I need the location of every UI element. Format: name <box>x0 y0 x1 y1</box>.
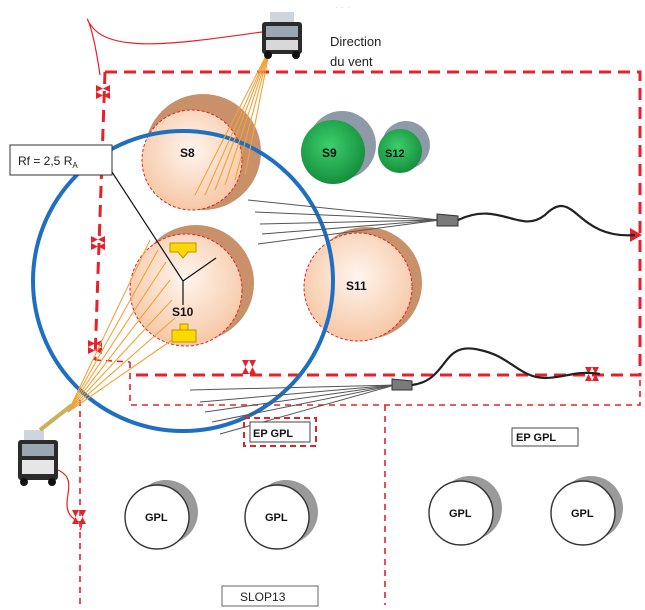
supply-line-bottom <box>57 469 83 531</box>
bund-left-edge <box>93 71 107 361</box>
valve-icon <box>242 360 256 374</box>
slop-label: SLOP13 <box>240 590 286 604</box>
radius-lines <box>111 171 217 305</box>
connector-dashed <box>94 359 131 363</box>
gpl-tank: GPL <box>550 476 623 546</box>
svg-text:Rf = 2,5 RA: Rf = 2,5 RA <box>18 154 78 170</box>
monitor-icon <box>171 329 197 343</box>
sub-boundary <box>79 359 641 605</box>
foam-lance-lower <box>189 347 601 435</box>
valves <box>72 85 642 524</box>
radius-formula-subscript: A <box>72 161 78 170</box>
monitor-icon <box>169 242 197 259</box>
fire-truck-bottom <box>18 403 74 486</box>
ep-gpl-label: EP GPL <box>516 432 556 444</box>
nozzle-icon <box>436 213 459 227</box>
faint-mark: · · · <box>335 2 351 13</box>
inner-dashed-rect <box>129 362 641 406</box>
valve-icon <box>585 367 599 381</box>
supply-line-top <box>86 18 263 76</box>
ep-gpl-label: EP GPL <box>253 428 293 440</box>
radius-formula-box: Rf = 2,5 RA <box>9 144 113 176</box>
tank-label: S10 <box>172 305 194 319</box>
arrow-head-icon <box>630 228 642 242</box>
gpl-label: GPL <box>265 512 288 524</box>
hose-line <box>457 204 636 237</box>
tank-label: S11 <box>346 279 367 293</box>
foam-monitors <box>169 242 197 343</box>
valve-icon <box>96 85 110 99</box>
gpl-label: GPL <box>571 508 594 520</box>
fire-truck-top <box>262 12 302 59</box>
valve-icon <box>91 236 105 250</box>
nozzle-icon <box>391 378 413 391</box>
water-jets-top <box>194 47 271 196</box>
gpl-tank: GPL <box>124 480 198 550</box>
tank-s9: S9 <box>301 111 376 184</box>
gpl-label: GPL <box>145 512 168 524</box>
bund-outline-upper <box>105 70 642 377</box>
foam-lance-upper <box>247 199 636 245</box>
tank-s10: S10 <box>129 225 254 347</box>
tank-s11: S11 <box>303 227 422 342</box>
gpl-tank: GPL <box>428 476 502 546</box>
tank-label: S8 <box>180 146 195 160</box>
tank-label: S9 <box>322 146 337 160</box>
wind-direction-label-line1: Direction <box>330 34 381 49</box>
water-jets-bottom <box>67 239 176 413</box>
monitor-icon <box>179 323 189 331</box>
tank-s12: S12 <box>378 121 430 173</box>
tank-s8: S8 <box>141 94 261 211</box>
radius-formula: Rf = 2,5 R <box>18 154 73 168</box>
hose-line <box>411 347 601 387</box>
gpl-label: GPL <box>449 508 472 520</box>
impact-radius-circle <box>31 129 335 433</box>
slop-box: SLOP13 <box>221 585 319 607</box>
gpl-tank: GPL <box>244 480 318 550</box>
bund-boundary <box>93 70 642 377</box>
tank-label: S12 <box>385 148 405 160</box>
valve-icon <box>88 340 102 354</box>
wind-direction-label-line2: du vent <box>330 54 373 69</box>
ep-gpl-right-box: EP GPL <box>511 427 579 447</box>
ep-gpl-left-box: EP GPL <box>243 417 317 447</box>
